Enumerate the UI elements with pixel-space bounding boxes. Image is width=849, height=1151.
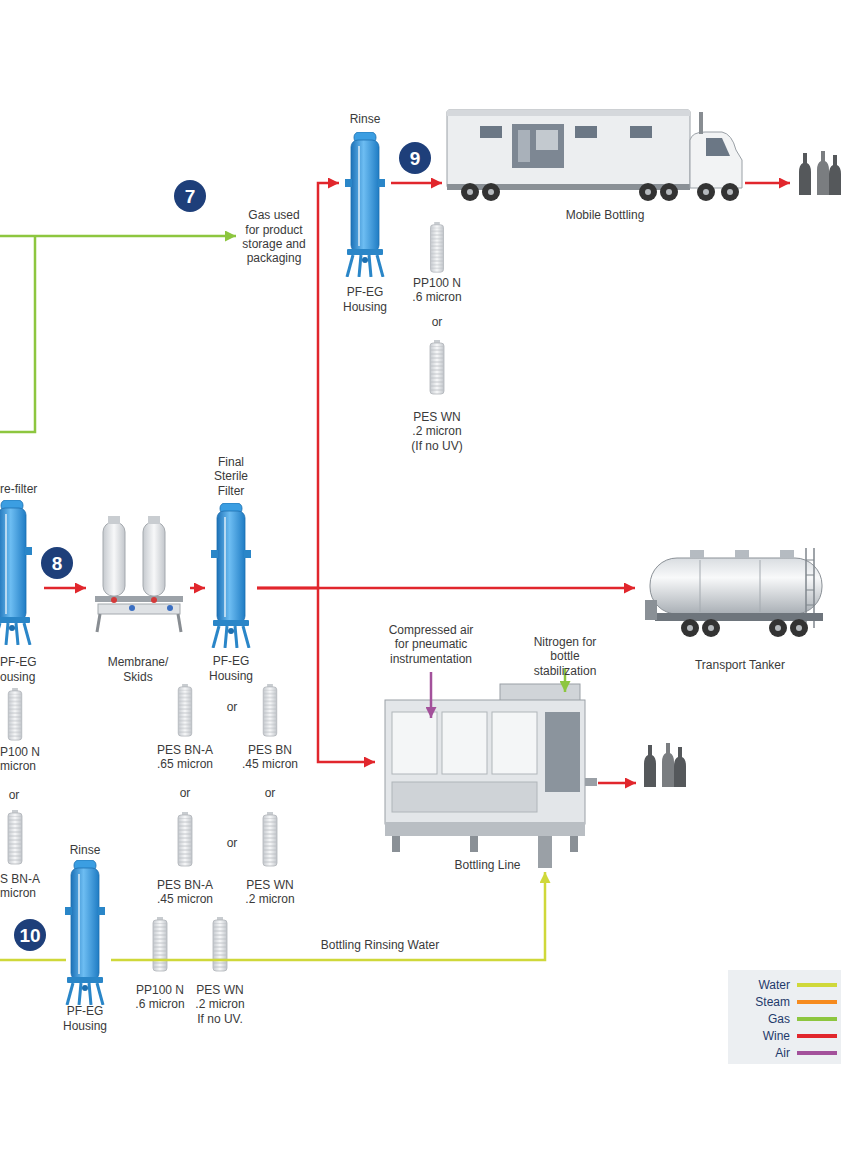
node-label: PF-EG ousing xyxy=(0,655,42,684)
node-label: PF-EG Housing xyxy=(59,1004,111,1033)
connector-label: Bottling Rinsing Water xyxy=(318,938,442,952)
legend-swatch xyxy=(797,983,837,987)
legend-swatch xyxy=(797,1000,837,1004)
flow-connector xyxy=(44,587,86,590)
filter-housing xyxy=(211,503,251,648)
filter-cartridge xyxy=(178,684,192,736)
legend-row: Wine xyxy=(728,1027,837,1044)
filter-housing xyxy=(345,132,385,277)
node-label: Transport Tanker xyxy=(695,658,785,672)
node-label: re-filter xyxy=(0,482,37,496)
filter-cartridge xyxy=(431,222,444,272)
node-label: Rinse xyxy=(350,112,381,126)
part-label: PES WN .2 micron If no UV. xyxy=(192,983,248,1026)
node-label: Gas used for product storage and packagi… xyxy=(241,208,307,266)
filter-cartridge xyxy=(263,684,277,736)
node-label: Final Sterile Filter xyxy=(205,455,257,498)
part-label: PES BN .45 micron xyxy=(240,743,300,772)
part-label: PES BN-A .45 micron xyxy=(155,878,215,907)
flow-connector xyxy=(257,588,375,762)
callout-number: 10 xyxy=(14,919,46,951)
node-label: Rinse xyxy=(70,843,101,857)
legend-text: Gas xyxy=(768,1012,790,1026)
wine-bottles xyxy=(644,743,686,787)
part-label: or xyxy=(255,786,285,800)
gas-line xyxy=(0,236,35,432)
gas-arrow xyxy=(0,235,236,238)
final-sterile-filter: Final Sterile FilterPF-EG Housing xyxy=(205,455,257,683)
filter-cartridge xyxy=(178,812,192,866)
part-label: or xyxy=(217,700,247,714)
filter-housing xyxy=(65,860,105,1005)
legend-text: Wine xyxy=(763,1029,790,1043)
part-label: PES WN .2 micron xyxy=(242,878,298,907)
node-label: Mobile Bottling xyxy=(566,208,645,222)
part-label: P100 N micron xyxy=(0,745,44,774)
part-label: or xyxy=(422,315,452,329)
part-label: or xyxy=(0,788,28,802)
part-label: PES WN .2 micron (If no UV) xyxy=(407,410,467,453)
node-label: Bottling Line xyxy=(454,858,520,872)
air-arrow xyxy=(430,672,433,718)
product-arrow xyxy=(745,182,790,185)
legend-text: Steam xyxy=(755,995,790,1009)
bottling-line: Bottling Line xyxy=(375,674,600,872)
legend-swatch xyxy=(797,1034,837,1038)
membrane-skid xyxy=(95,516,183,632)
part-label: or xyxy=(217,836,247,850)
legend-text: Air xyxy=(775,1046,790,1060)
filter-cartridge xyxy=(8,810,22,864)
legend-row: Water xyxy=(728,976,837,993)
legend-text: Water xyxy=(758,978,790,992)
part-label: Nitrogen for bottle stabilization xyxy=(518,635,613,678)
filter-cartridge xyxy=(213,917,227,971)
filter-cartridge xyxy=(263,812,277,866)
legend-panel: WaterSteamGasWineAir xyxy=(728,970,841,1064)
water-line xyxy=(0,959,66,962)
callout-number: 9 xyxy=(399,142,431,174)
product-arrow xyxy=(598,782,636,785)
callout-number: 8 xyxy=(41,547,73,579)
legend-swatch xyxy=(797,1017,837,1021)
mobile-bottling: Mobile Bottling xyxy=(442,104,768,222)
callout-number: 7 xyxy=(174,180,206,212)
rinse-filter: RinsePF-EG Housing xyxy=(339,112,391,314)
part-label: PES BN-A .65 micron xyxy=(155,743,215,772)
filter-cartridge xyxy=(430,340,444,394)
filter-cartridge xyxy=(8,688,22,740)
node-label: PF-EG Housing xyxy=(205,654,257,683)
node-label: Membrane/ Skids xyxy=(102,655,174,684)
part-label: S BN-A micron xyxy=(0,872,44,901)
membrane-skids: Membrane/ Skids xyxy=(86,512,190,684)
part-label: PP100 N .6 micron xyxy=(132,983,188,1012)
legend-swatch xyxy=(797,1051,837,1055)
flow-connector xyxy=(111,872,545,960)
rinse-filter: RinsePF-EG Housing xyxy=(59,843,111,1033)
gas-target: Gas used for product storage and packagi… xyxy=(240,194,308,280)
pre-filter: re-filterPF-EG ousing xyxy=(0,482,44,684)
mobile-bottling-truck xyxy=(447,110,742,201)
filter-cartridge xyxy=(153,917,167,971)
wine-bottles xyxy=(799,151,841,195)
part-label: PP100 N .6 micron xyxy=(409,276,465,305)
bottling-machine xyxy=(385,684,597,868)
flow-connector xyxy=(391,182,442,185)
transport-tanker xyxy=(645,548,823,637)
legend-row: Gas xyxy=(728,1010,837,1027)
legend-row: Steam xyxy=(728,993,837,1010)
part-label: Compressed air for pneumatic instrumenta… xyxy=(385,623,477,666)
legend-row: Air xyxy=(728,1044,837,1061)
flow-connector xyxy=(190,587,205,590)
transport-tanker: Transport Tanker xyxy=(635,532,845,672)
part-label: or xyxy=(170,786,200,800)
filter-housing xyxy=(0,500,32,645)
node-label: PF-EG Housing xyxy=(339,285,391,314)
